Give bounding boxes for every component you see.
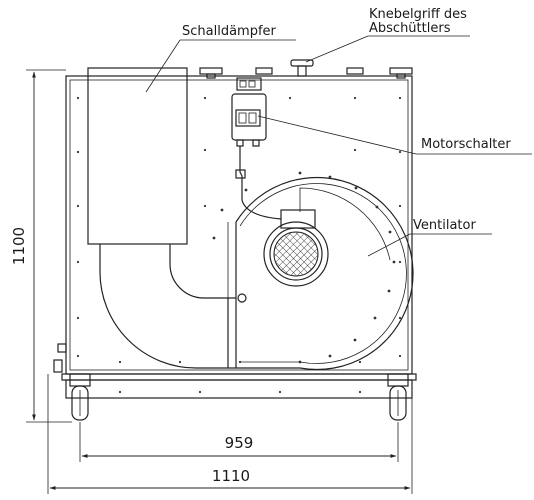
housing	[61, 75, 417, 399]
height-dimension	[26, 69, 72, 423]
outer-width-dimension	[47, 374, 413, 494]
duct-elbow	[99, 244, 247, 369]
handle-label-line1: Knebelgriff des	[369, 7, 467, 22]
screw-dots	[76, 96, 402, 394]
motor-switch-label: Motorschalter	[421, 137, 511, 152]
handle-label-line2: Abschüttlers	[369, 21, 451, 36]
outer-width-dimension-value: 1110	[212, 467, 250, 485]
inner-width-dimension	[79, 422, 399, 462]
right-caster	[387, 373, 409, 421]
fan-volute	[227, 176, 414, 371]
silencer-label: Schalldämpfer	[182, 24, 277, 39]
motor	[263, 209, 329, 287]
silencer-box	[87, 67, 188, 245]
leader-lines	[145, 35, 532, 257]
height-dimension-value: 1100	[10, 227, 28, 265]
inner-width-dimension-value: 959	[225, 434, 254, 452]
fan-label: Ventilator	[413, 218, 476, 233]
fan-flange-bolts	[212, 171, 396, 364]
shaker-handle	[290, 59, 314, 77]
left-caster	[69, 373, 91, 421]
motor-grille	[273, 231, 319, 277]
side-fitting	[53, 343, 67, 373]
motor-switch-unit	[231, 77, 282, 220]
top-flanges	[199, 67, 413, 79]
